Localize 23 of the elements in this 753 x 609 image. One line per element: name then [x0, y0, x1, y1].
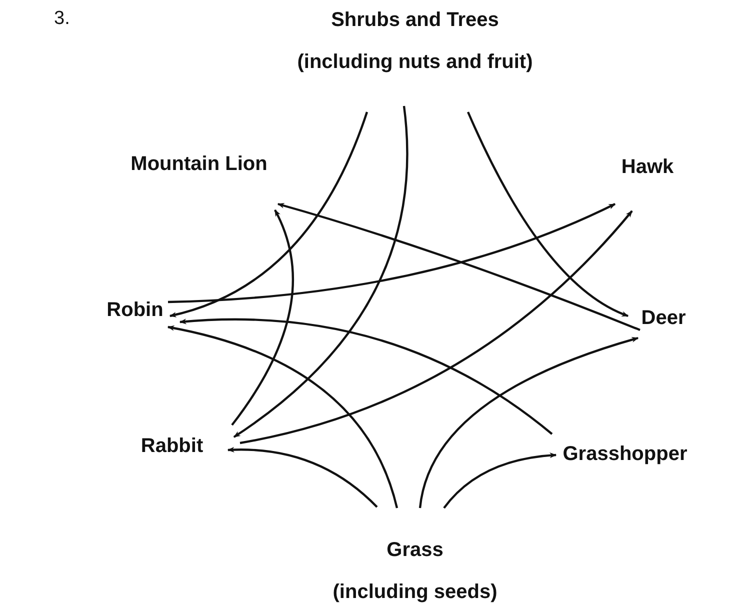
node-label: Shrubs and Trees: [331, 8, 499, 32]
node-label: Mountain Lion: [130, 152, 268, 176]
node-label: Deer: [641, 306, 686, 330]
node-label: Robin: [106, 298, 164, 322]
arrow: [418, 336, 639, 508]
arrow: [443, 452, 557, 509]
arrow: [467, 112, 629, 318]
arrow: [277, 202, 640, 332]
node-label: Hawk: [621, 155, 674, 179]
arrow: [169, 112, 368, 318]
node-label: Grasshopper: [562, 442, 688, 466]
node-note: (including nuts and fruit): [297, 50, 533, 74]
arrow: [233, 106, 408, 438]
arrow: [240, 210, 633, 444]
arrow: [168, 203, 616, 304]
arrow: [227, 447, 378, 508]
arrow: [179, 318, 553, 435]
node-label: Grass: [386, 538, 444, 562]
node-note: (including seeds): [332, 580, 498, 604]
node-label: Rabbit: [140, 434, 204, 458]
arrow: [231, 209, 294, 426]
figure-number: 3.: [54, 8, 70, 30]
arrow: [167, 326, 398, 508]
